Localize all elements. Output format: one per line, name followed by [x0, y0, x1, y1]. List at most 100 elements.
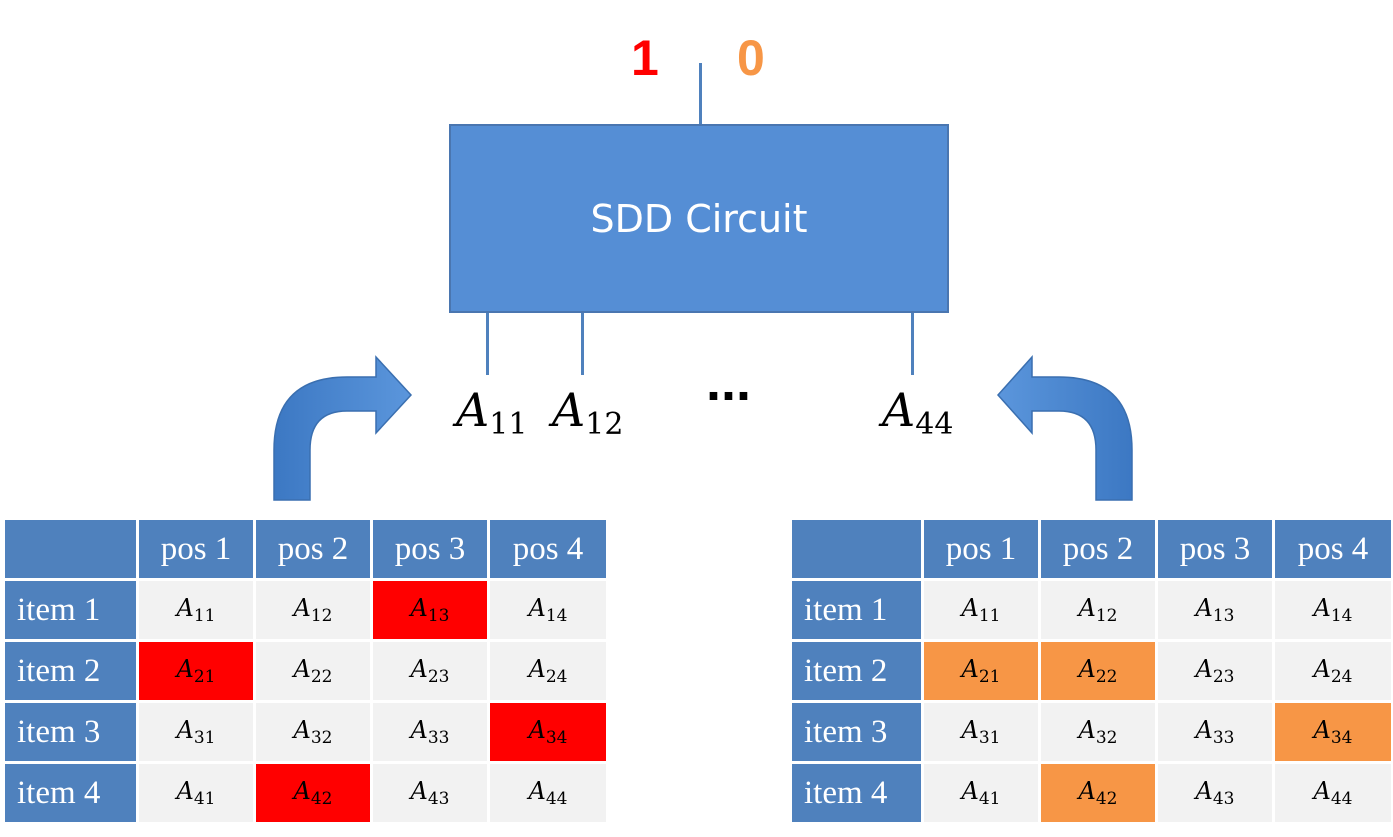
- output-false-label: 0: [737, 30, 765, 86]
- variable-base: A: [1313, 594, 1331, 622]
- variable-index: 24: [1330, 667, 1353, 687]
- row-header: item 3: [789, 700, 924, 764]
- input-label-a44: A44: [882, 383, 954, 442]
- left-curved-arrow-icon: [273, 355, 413, 501]
- column-header: pos 3: [370, 517, 490, 581]
- variable-base: A: [1078, 716, 1096, 744]
- column-header: pos 1: [921, 517, 1041, 581]
- variable-index: 14: [545, 606, 568, 626]
- variable-cell: A23: [370, 639, 490, 703]
- variable-index: 44: [1330, 789, 1353, 809]
- variable-base: A: [293, 655, 311, 683]
- variable-cell: A14: [1272, 578, 1393, 642]
- variable-base: A: [176, 716, 194, 744]
- variable-base: A: [1078, 594, 1096, 622]
- variable-cell: A31: [921, 700, 1041, 764]
- variable-index: 21: [978, 667, 1001, 687]
- variable-index: 42: [310, 789, 333, 809]
- variable-cell: A43: [370, 761, 490, 825]
- output-true-label: 1: [631, 30, 659, 86]
- input-wire-a12: [581, 313, 584, 375]
- variable-index: 32: [310, 728, 333, 748]
- variable-base: A: [410, 655, 428, 683]
- variable-cell: A12: [253, 578, 373, 642]
- variable-index: 43: [1212, 789, 1235, 809]
- variable-index: 31: [978, 728, 1001, 748]
- sdd-circuit-box: SDD Circuit: [449, 124, 949, 313]
- variable-cell: A44: [487, 761, 609, 825]
- variable-index: 12: [310, 606, 333, 626]
- variable-index: 31: [193, 728, 216, 748]
- variable-base: A: [293, 777, 311, 805]
- variable-cell: A32: [1038, 700, 1158, 764]
- variable-index: 42: [1095, 789, 1118, 809]
- variable-cell-highlighted: A42: [1038, 761, 1158, 825]
- column-header: pos 4: [487, 517, 609, 581]
- column-header: pos 2: [1038, 517, 1158, 581]
- variable-cell: A12: [1038, 578, 1158, 642]
- variable-index: 34: [545, 728, 568, 748]
- variable-index: 13: [1212, 606, 1235, 626]
- variable-base: A: [1313, 655, 1331, 683]
- variable-cell-highlighted: A42: [253, 761, 373, 825]
- input-wire-a11: [486, 313, 489, 375]
- variable-cell-highlighted: A34: [1272, 700, 1393, 764]
- variable-cell: A11: [921, 578, 1041, 642]
- sdd-circuit-label: SDD Circuit: [590, 196, 808, 241]
- variable-cell-highlighted: A21: [921, 639, 1041, 703]
- variable-cell: A33: [1155, 700, 1275, 764]
- variable-cell: A14: [487, 578, 609, 642]
- variable-base: A: [293, 594, 311, 622]
- variable-cell: A41: [921, 761, 1041, 825]
- variable-base: A: [961, 777, 979, 805]
- variable-index: 23: [1212, 667, 1235, 687]
- variable-base: A: [410, 594, 428, 622]
- variable-base: A: [1195, 655, 1213, 683]
- variable-base: A: [1313, 777, 1331, 805]
- variable-base: A: [528, 655, 546, 683]
- row-header: item 2: [789, 639, 924, 703]
- variable-cell: A44: [1272, 761, 1393, 825]
- variable-index: 24: [545, 667, 568, 687]
- input-label-a11: A11: [456, 383, 528, 442]
- row-header: item 3: [2, 700, 139, 764]
- variable-base: A: [176, 777, 194, 805]
- row-header: item 4: [2, 761, 139, 825]
- variable-base: A: [293, 716, 311, 744]
- variable-index: 44: [545, 789, 568, 809]
- variable-cell-highlighted: A34: [487, 700, 609, 764]
- variable-index: 22: [310, 667, 333, 687]
- corner-cell: [2, 517, 139, 581]
- variable-cell: A24: [1272, 639, 1393, 703]
- variable-base: A: [961, 655, 979, 683]
- row-header: item 1: [2, 578, 139, 642]
- variable-cell-highlighted: A21: [136, 639, 256, 703]
- variable-cell-highlighted: A22: [1038, 639, 1158, 703]
- variable-index: 22: [1095, 667, 1118, 687]
- variable-base: A: [1195, 594, 1213, 622]
- variable-base: A: [1078, 655, 1096, 683]
- row-header: item 1: [789, 578, 924, 642]
- variable-cell-highlighted: A13: [370, 578, 490, 642]
- variable-base: A: [528, 594, 546, 622]
- variable-cell: A41: [136, 761, 256, 825]
- variable-index: 41: [193, 789, 216, 809]
- variable-cell: A32: [253, 700, 373, 764]
- column-header: pos 1: [136, 517, 256, 581]
- variable-base: A: [1313, 716, 1331, 744]
- variable-cell: A23: [1155, 639, 1275, 703]
- variable-base: A: [1195, 777, 1213, 805]
- variable-base: A: [528, 777, 546, 805]
- variable-index: 23: [427, 667, 450, 687]
- output-wire: [699, 63, 702, 125]
